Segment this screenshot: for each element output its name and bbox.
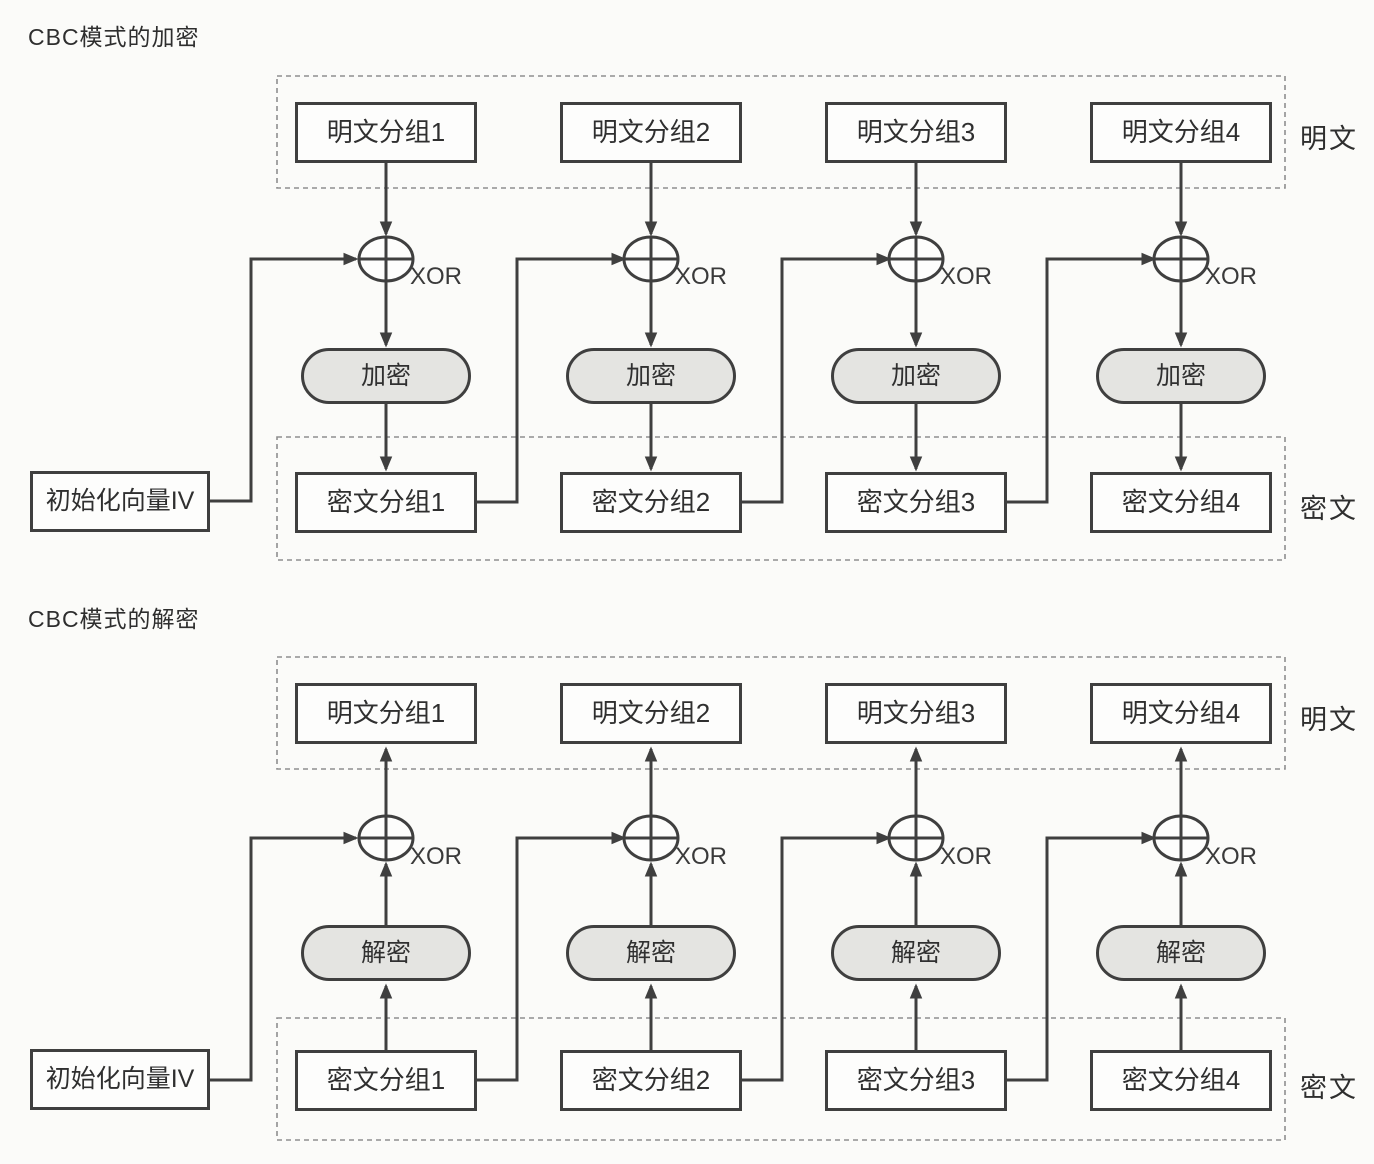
dec-ciphertext-block-2: 密文分组2 xyxy=(560,1050,742,1111)
xor-cross-icon xyxy=(1154,237,1208,281)
chain-connector-1 xyxy=(477,831,627,1082)
dec-iv-box: 初始化向量IV xyxy=(30,1049,210,1110)
decryption-diagram-title: CBC模式的解密 xyxy=(28,606,200,632)
decrypt-pill-2: 解密 xyxy=(566,925,736,981)
dec-ciphertext-block-1: 密文分组1 xyxy=(295,1050,477,1111)
encryption-column-4 xyxy=(1152,163,1210,472)
xor-label: XOR xyxy=(410,843,463,870)
encryption-diagram-title: CBC模式的加密 xyxy=(28,24,200,50)
dec-ciphertext-block-4: 密文分组4 xyxy=(1090,1050,1272,1111)
encrypt-pill-3: 加密 xyxy=(831,348,1001,404)
decrypt-pill-1: 解密 xyxy=(301,925,471,981)
chain-connector-3 xyxy=(1007,252,1157,504)
xor-label: XOR xyxy=(940,843,993,870)
encrypt-pill-1: 加密 xyxy=(301,348,471,404)
decryption-plaintext-region-border xyxy=(276,656,1286,770)
dec-ciphertext-block-3: 密文分组3 xyxy=(825,1050,1007,1111)
decryption-column-3 xyxy=(887,746,945,1050)
enc-plaintext-row-label: 明文 xyxy=(1300,124,1358,154)
xor-cross-icon xyxy=(624,237,678,281)
decryption-column-2 xyxy=(622,746,680,1050)
enc-iv-box: 初始化向量IV xyxy=(30,471,210,532)
dec-plaintext-row-label: 明文 xyxy=(1300,705,1358,735)
encryption-plaintext-region-border xyxy=(276,75,1286,189)
iv-connector xyxy=(210,831,359,1082)
encryption-column-1 xyxy=(357,163,415,472)
xor-label: XOR xyxy=(940,263,993,290)
xor-cross-icon xyxy=(624,816,678,860)
dec-plaintext-block-2: 明文分组2 xyxy=(560,683,742,744)
xor-cross-icon xyxy=(359,816,413,860)
enc-ciphertext-block-2: 密文分组2 xyxy=(560,472,742,533)
xor-cross-icon xyxy=(359,237,413,281)
enc-plaintext-block-3: 明文分组3 xyxy=(825,102,1007,163)
xor-label: XOR xyxy=(1205,843,1258,870)
decryption-column-4 xyxy=(1152,746,1210,1050)
enc-ciphertext-row-label: 密文 xyxy=(1300,494,1358,524)
encryption-column-2 xyxy=(622,163,680,472)
encrypt-pill-4: 加密 xyxy=(1096,348,1266,404)
chain-connector-2 xyxy=(742,252,892,504)
decryption-wiring xyxy=(210,656,1286,1141)
encryption-wiring xyxy=(210,75,1286,561)
dec-ciphertext-row-label: 密文 xyxy=(1300,1073,1358,1103)
dec-plaintext-block-1: 明文分组1 xyxy=(295,683,477,744)
chain-connector-3 xyxy=(1007,831,1157,1082)
xor-label: XOR xyxy=(675,843,728,870)
chain-connector-2 xyxy=(742,831,892,1082)
encrypt-pill-2: 加密 xyxy=(566,348,736,404)
xor-cross-icon xyxy=(889,237,943,281)
enc-plaintext-block-2: 明文分组2 xyxy=(560,102,742,163)
xor-cross-icon xyxy=(1154,816,1208,860)
enc-plaintext-block-4: 明文分组4 xyxy=(1090,102,1272,163)
iv-connector xyxy=(210,252,359,503)
encryption-column-3 xyxy=(887,163,945,472)
dec-plaintext-block-4: 明文分组4 xyxy=(1090,683,1272,744)
enc-ciphertext-block-4: 密文分组4 xyxy=(1090,472,1272,533)
xor-label: XOR xyxy=(410,263,463,290)
enc-plaintext-block-1: 明文分组1 xyxy=(295,102,477,163)
xor-label: XOR xyxy=(1205,263,1258,290)
dec-plaintext-block-3: 明文分组3 xyxy=(825,683,1007,744)
xor-label: XOR xyxy=(675,263,728,290)
decrypt-pill-4: 解密 xyxy=(1096,925,1266,981)
chain-connector-1 xyxy=(477,252,627,504)
xor-cross-icon xyxy=(889,816,943,860)
enc-ciphertext-block-1: 密文分组1 xyxy=(295,472,477,533)
decrypt-pill-3: 解密 xyxy=(831,925,1001,981)
enc-ciphertext-block-3: 密文分组3 xyxy=(825,472,1007,533)
decryption-column-1 xyxy=(357,746,415,1050)
